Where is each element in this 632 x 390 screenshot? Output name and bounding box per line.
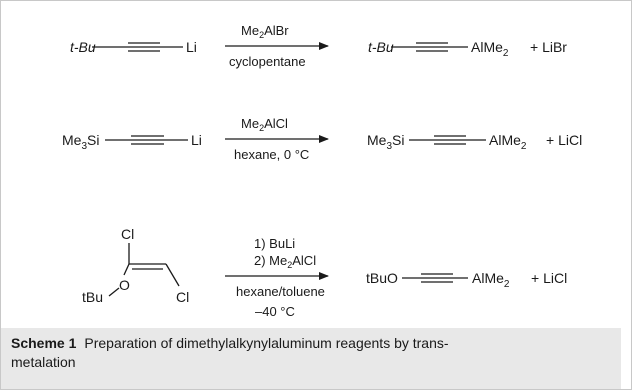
reaction-3-o-bond [108, 287, 120, 297]
reaction-2-byproduct: + LiCl [546, 132, 582, 148]
reaction-3-product-right: AlMe2 [472, 270, 510, 290]
reaction-2-reactant-left: Me3Si [62, 132, 99, 152]
reaction-2: Me3Si Li Me2AlCl hexane, 0 °C Me3Si AlMe… [62, 116, 582, 162]
reaction-1-reactant-left: t-Bu [70, 39, 96, 55]
reaction-drawing: t-Bu Li Me2AlBr cyclopentane t-Bu AlMe2 … [62, 23, 582, 319]
reaction-2-conditions: hexane, 0 °C [234, 147, 309, 162]
reaction-3-tbuo-label: tBu [82, 289, 103, 305]
reaction-2-product-right: AlMe2 [489, 132, 527, 152]
reaction-1-product-right: AlMe2 [471, 39, 509, 59]
reaction-3-chlorine-top: Cl [121, 226, 134, 242]
reaction-3: Cl O tBu Cl 1) BuLi 2) Me2AlCl hexane/to… [82, 226, 567, 319]
reaction-2-reagent: Me2AlCl [241, 116, 288, 133]
caption-text-line1: Preparation of dimethylalkynylaluminum r… [84, 335, 449, 351]
reaction-3-byproduct: + LiCl [531, 270, 567, 286]
reaction-3-conditions-1: hexane/toluene [236, 284, 325, 299]
reaction-3-conditions-2: –40 °C [255, 304, 295, 319]
reaction-3-chlorine-bottom: Cl [176, 289, 189, 305]
caption-text-line2: metalation [11, 354, 76, 370]
reaction-3-product-triple-bond [402, 273, 468, 283]
caption-label: Scheme 1 [11, 335, 77, 351]
reaction-3-oxygen: O [119, 277, 130, 293]
reaction-1-product-left: t-Bu [368, 39, 394, 55]
reaction-3-reagent-2: 2) Me2AlCl [254, 253, 316, 270]
reaction-2-product-left: Me3Si [367, 132, 404, 152]
reaction-1-reactant-triple-bond [92, 42, 183, 52]
reaction-1-reactant-right: Li [186, 39, 197, 55]
reaction-1: t-Bu Li Me2AlBr cyclopentane t-Bu AlMe2 … [70, 23, 567, 69]
reaction-1-product-triple-bond [391, 42, 468, 52]
reaction-1-reagent: Me2AlBr [241, 23, 289, 40]
reaction-3-vinyl-skeleton [123, 243, 180, 287]
reaction-2-reactant-right: Li [191, 132, 202, 148]
reaction-3-product-left: tBuO [366, 270, 398, 286]
reaction-3-reagent-1: 1) BuLi [254, 236, 295, 251]
reaction-1-byproduct: + LiBr [530, 39, 567, 55]
reaction-2-reactant-triple-bond [105, 135, 188, 145]
reaction-2-product-triple-bond [409, 135, 486, 145]
scheme-caption: Scheme 1 Preparation of dimethylalkynylal… [1, 328, 621, 389]
reaction-1-conditions: cyclopentane [229, 54, 306, 69]
